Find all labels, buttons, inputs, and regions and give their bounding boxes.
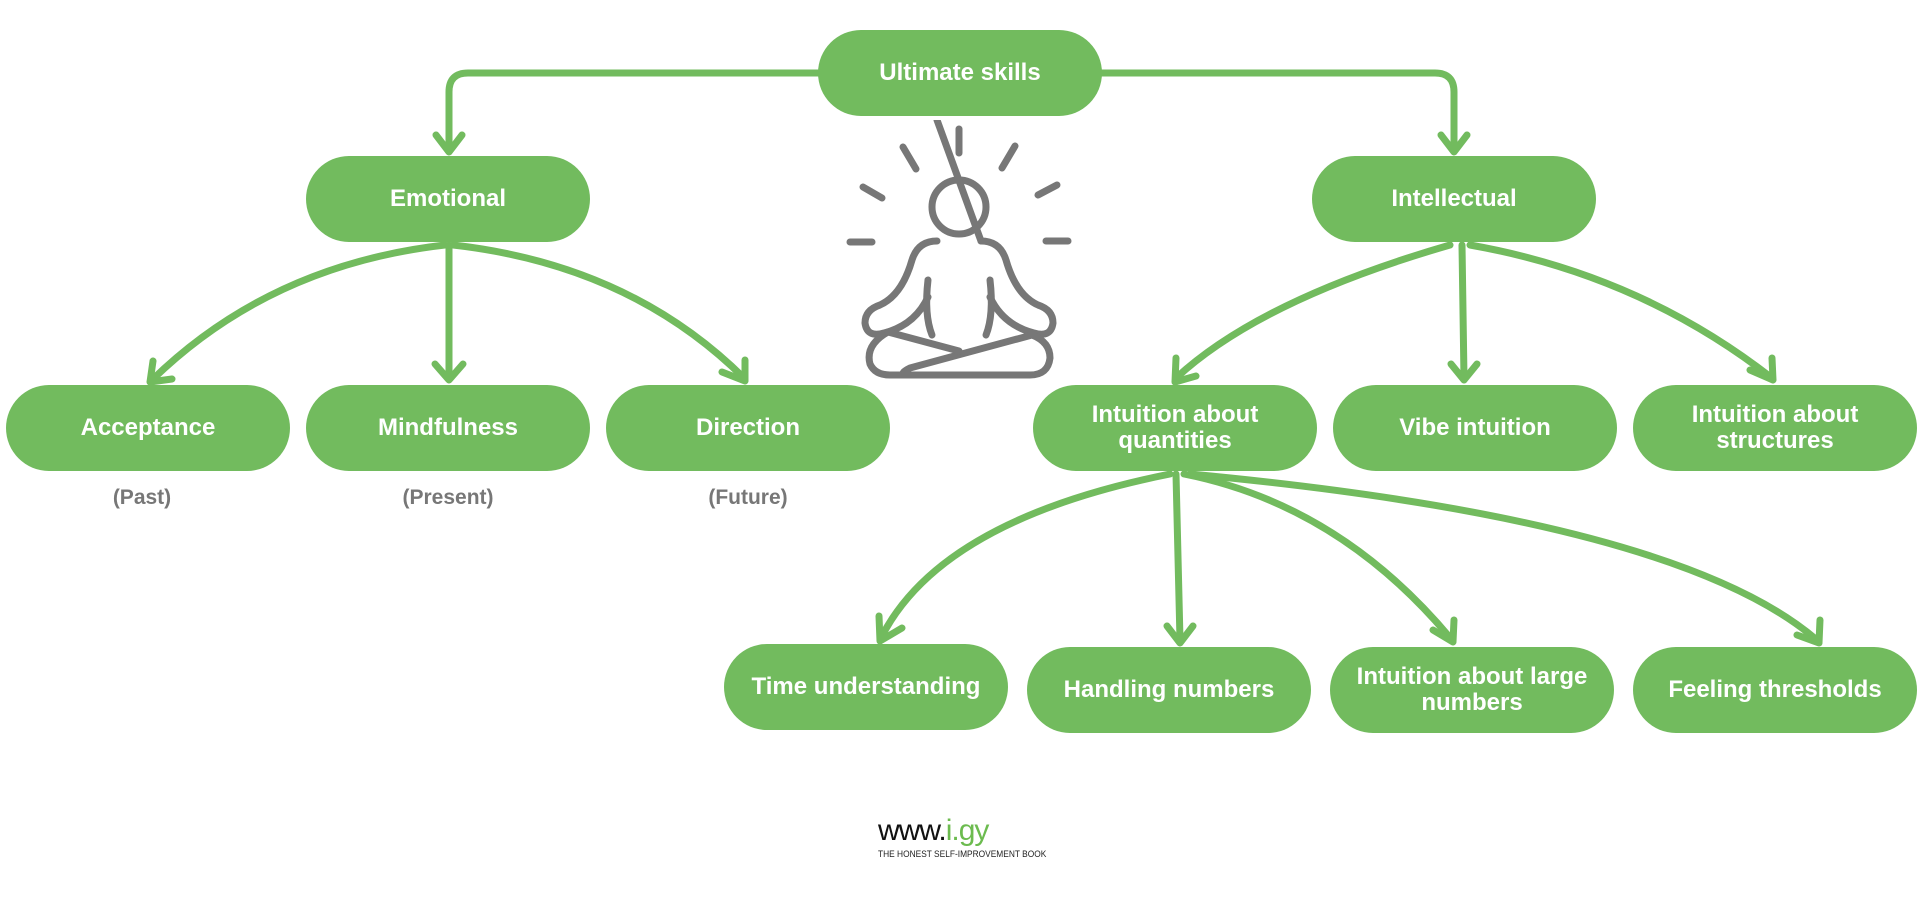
node-intellectual: Intellectual	[1312, 156, 1596, 242]
connector-intellectual-structures	[1466, 241, 1776, 382]
arrowhead-mindfulness	[431, 360, 467, 384]
node-label: Time understanding	[751, 673, 981, 700]
connector-quantities-thresholds	[1186, 470, 1822, 645]
node-label: Direction	[695, 414, 800, 441]
connector-root-emotional	[445, 69, 822, 154]
arrowhead-structures	[1746, 354, 1777, 384]
node-label: Acceptance	[80, 414, 216, 441]
body-right	[977, 237, 1057, 338]
node-label: Vibe intuition	[1399, 414, 1551, 441]
ray-mid-right	[1034, 181, 1061, 199]
sublabel-present: (Present)	[402, 486, 494, 509]
node-mindfulness: Mindfulness	[306, 385, 590, 471]
node-acceptance: Acceptance	[6, 385, 290, 471]
node-label: Intuition about quantities	[1091, 401, 1259, 454]
node-label: Intuition about large numbers	[1356, 663, 1588, 716]
node-feeling-thresholds: Feeling thresholds	[1633, 647, 1917, 733]
logo-url: www.i.gy	[878, 815, 1048, 847]
arrowhead-intellectual	[1437, 131, 1471, 156]
connector-quantities-handling	[1172, 470, 1184, 644]
connector-quantities-large	[1180, 470, 1456, 644]
arrowhead-acceptance	[146, 357, 176, 386]
arrowhead-direction	[718, 356, 749, 385]
sublabel-past: (Past)	[112, 486, 172, 509]
node-label: Handling numbers	[1063, 676, 1275, 703]
node-intuition-quantities: Intuition about quantities	[1033, 385, 1317, 471]
ray-upper-right	[998, 142, 1019, 172]
arrowhead-quantities	[1171, 354, 1200, 386]
leg-cross	[884, 328, 963, 355]
logo-tagline: THE HONEST SELF-IMPROVEMENT BOOK	[878, 849, 1047, 860]
node-direction: Direction	[606, 385, 890, 471]
connector-intellectual-vibe	[1458, 241, 1468, 382]
node-handling-numbers: Handling numbers	[1027, 647, 1311, 733]
legs	[865, 328, 1054, 379]
ray-upper-left	[899, 143, 920, 173]
node-ultimate-skills: Ultimate skills	[818, 30, 1102, 116]
logo-url-prefix: www.	[878, 814, 947, 847]
node-label: Ultimate skills	[879, 59, 1041, 86]
node-time-understanding: Time understanding	[724, 644, 1008, 730]
ray-mid-left	[859, 183, 886, 202]
node-emotional: Emotional	[306, 156, 590, 242]
node-label: Feeling thresholds	[1668, 676, 1882, 703]
inner-arm-right	[982, 276, 995, 339]
site-logo[interactable]: www.i.gy THE HONEST SELF-IMPROVEMENT BOO…	[878, 815, 1048, 861]
node-intuition-structures: Intuition about structures	[1633, 385, 1917, 471]
connector-quantities-time	[877, 470, 1174, 642]
connector-emotional-acceptance	[148, 241, 449, 384]
arrowhead-emotional	[432, 131, 466, 156]
node-label: Emotional	[389, 185, 506, 212]
arrowhead-time	[875, 612, 906, 645]
node-intuition-large-numbers: Intuition about large numbers	[1330, 647, 1614, 733]
torso-top	[933, 120, 985, 245]
meditation-person-icon	[846, 120, 1072, 379]
node-label: Mindfulness	[377, 414, 518, 441]
arrowhead-handling	[1163, 622, 1197, 647]
arrowhead-large	[1429, 616, 1458, 646]
connector-intellectual-quantities	[1172, 241, 1454, 382]
connector-emotional-direction	[449, 241, 748, 382]
node-vibe-intuition: Vibe intuition	[1333, 385, 1617, 471]
logo-url-accent: i.gy	[945, 814, 990, 847]
connector-root-intellectual	[1098, 69, 1458, 154]
node-label: Intellectual	[1391, 185, 1517, 212]
node-label: Intuition about structures	[1691, 401, 1859, 454]
sublabel-future: (Future)	[708, 486, 788, 509]
arrowhead-thresholds	[1793, 616, 1824, 647]
arrowhead-vibe	[1447, 360, 1481, 384]
inner-arm-left	[923, 276, 936, 339]
